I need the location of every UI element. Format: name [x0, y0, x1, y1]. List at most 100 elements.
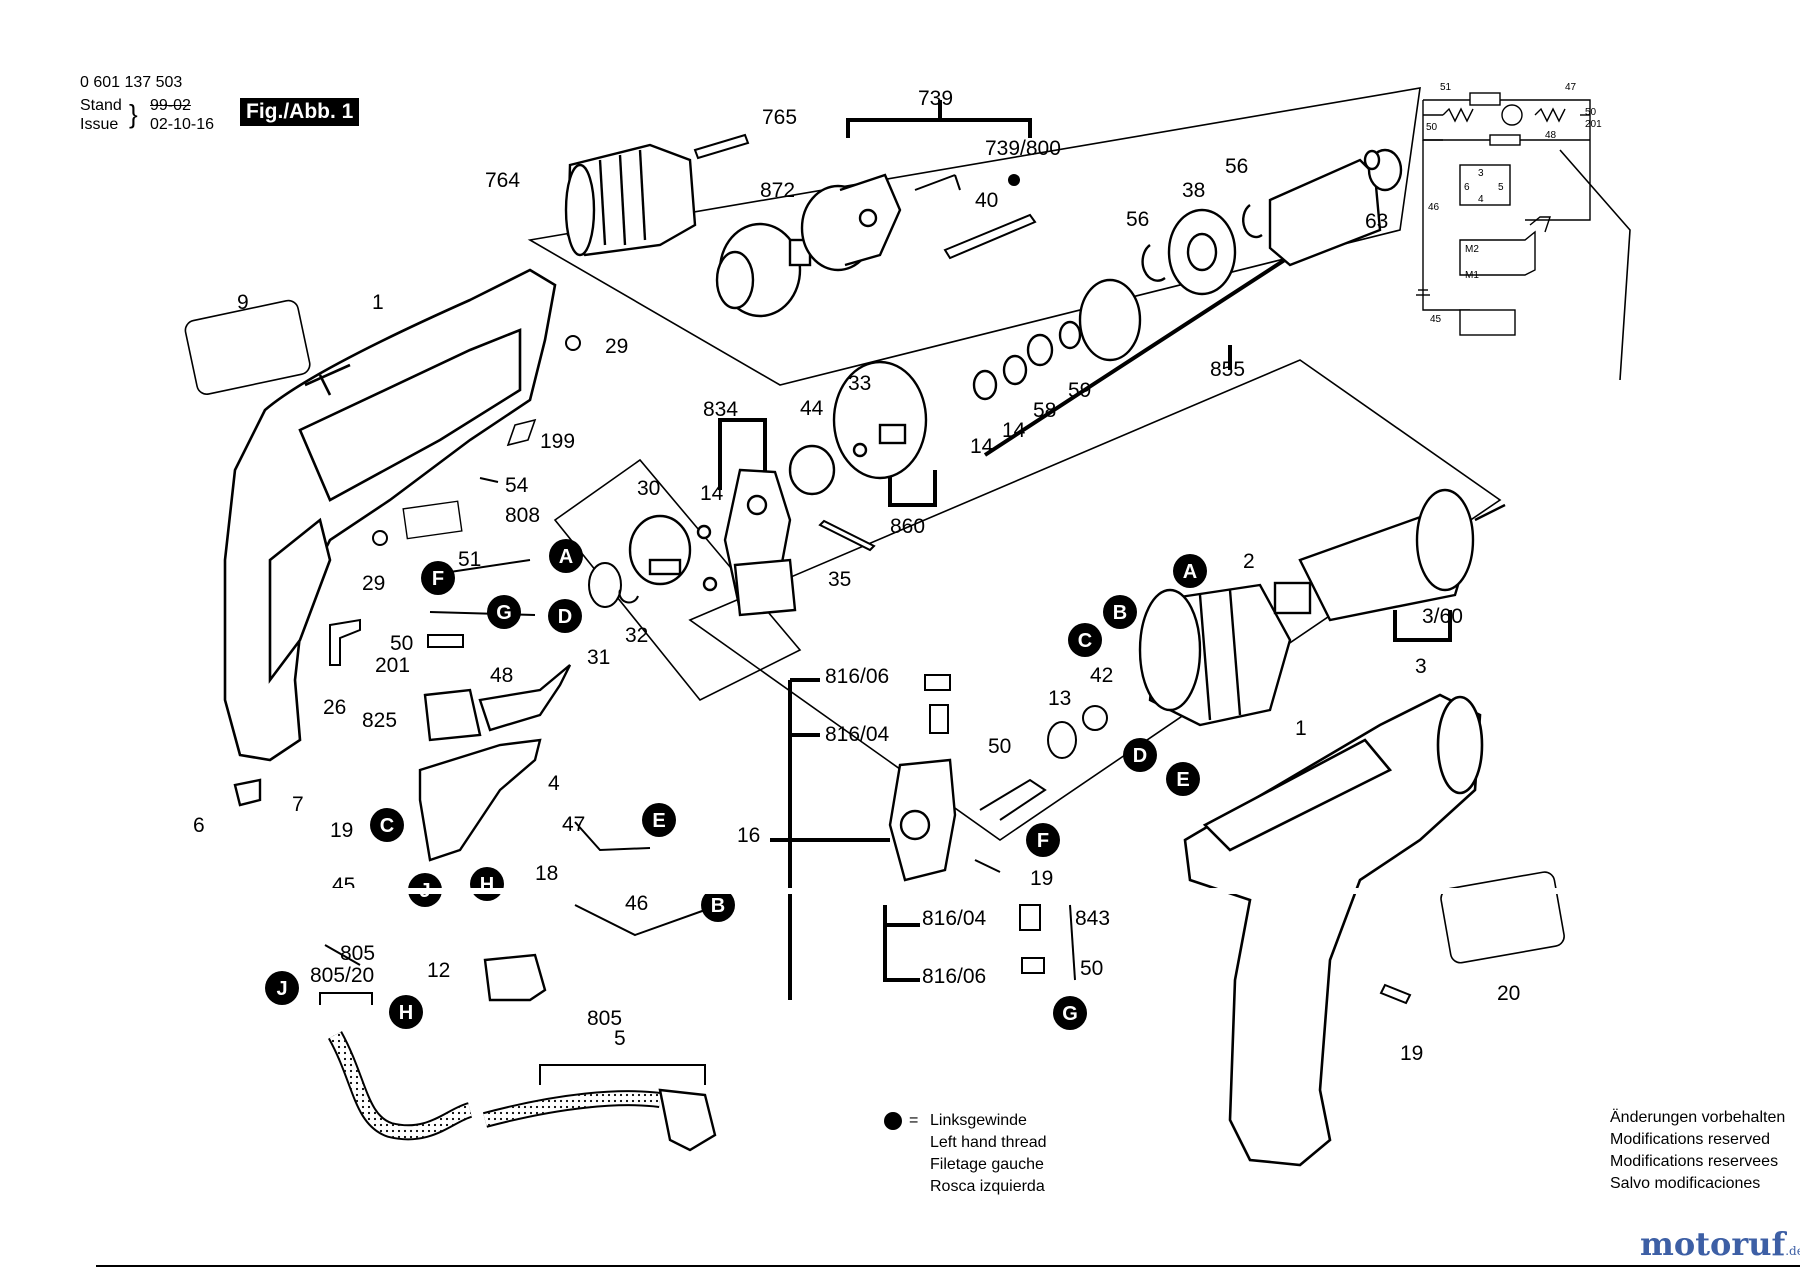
gear-ring-59 — [1078, 278, 1142, 362]
wiring-label-w46: 46 — [1428, 202, 1440, 213]
callout-35: 35 — [828, 568, 851, 591]
callout-764: 764 — [485, 169, 520, 192]
connector-E1-icon: E — [642, 803, 676, 837]
wiring-label-w50: 50 — [1426, 122, 1438, 133]
callout-46: 46 — [625, 892, 648, 915]
callout-9: 9 — [237, 291, 249, 314]
callout-1a: 1 — [372, 291, 384, 314]
callout-50c: 50 — [1080, 957, 1103, 980]
callout-805b: 805 — [587, 1007, 622, 1030]
callout-51: 51 — [458, 548, 481, 571]
connector-letter: B — [1113, 602, 1127, 624]
connector-letter: E — [652, 810, 665, 832]
callout-816-04b: 816/04 — [922, 907, 987, 930]
callout-739-800: 739/800 — [985, 137, 1061, 160]
callout-29a: 29 — [605, 335, 628, 358]
bracket-739 — [846, 118, 1032, 138]
legend-line-3: Filetage gauche — [930, 1156, 1044, 1173]
callout-14b: 14 — [970, 435, 994, 458]
connector-A2-icon: A — [1173, 554, 1207, 588]
callout-42: 42 — [1090, 664, 1113, 687]
callout-38: 38 — [1182, 179, 1205, 202]
callout-58: 58 — [1033, 399, 1056, 422]
callout-1b: 1 — [1295, 717, 1307, 740]
callout-14c: 14 — [1002, 419, 1026, 442]
connector-F1-icon: F — [421, 561, 455, 595]
notice-line-1: Änderungen vorbehalten — [1610, 1109, 1786, 1126]
connector-letter: F — [1037, 830, 1049, 852]
wiring-label-wM2: M2 — [1465, 244, 1479, 255]
connector-G1-icon: G — [487, 595, 521, 629]
grommet-29b — [372, 530, 388, 546]
washer-31 — [588, 562, 622, 608]
grommet-29a — [565, 335, 581, 351]
connector-letter: C — [380, 815, 394, 837]
callout-19a: 19 — [330, 819, 353, 842]
connector-circle — [1123, 738, 1157, 772]
notice-line-4: Salvo modificaciones — [1610, 1175, 1761, 1192]
callout-32: 32 — [625, 624, 648, 647]
connector-D2-icon: D — [1123, 738, 1157, 772]
connector-circle — [370, 808, 404, 842]
callout-843: 843 — [1075, 907, 1110, 930]
wiring-label-w51: 51 — [1440, 82, 1452, 93]
connector-letter: H — [399, 1002, 413, 1024]
brush-cap-816-06a — [924, 674, 951, 691]
spring-816-04a — [929, 704, 949, 734]
connector-circle — [1103, 595, 1137, 629]
callout-33: 33 — [848, 372, 871, 395]
motor-group-outline — [688, 359, 1502, 841]
ball-33 — [852, 442, 868, 458]
retaining-ring-56b — [1242, 204, 1263, 239]
callout-765: 765 — [762, 106, 797, 129]
connector-A1-icon: A — [549, 539, 583, 573]
connector-B2-icon: B — [1103, 595, 1137, 629]
cable-clamp-12 — [483, 953, 547, 1002]
connector-letter: E — [1176, 769, 1189, 791]
screw-35 — [818, 519, 876, 552]
knob-7 — [233, 778, 262, 807]
callout-6: 6 — [193, 814, 205, 837]
wiring-label-w50b: 50 — [1585, 107, 1597, 118]
callout-54: 54 — [505, 474, 529, 497]
label-plate-20 — [1440, 871, 1565, 964]
callout-834: 834 — [703, 398, 738, 421]
connector-circle — [701, 888, 735, 922]
connector-letter: J — [276, 978, 287, 1000]
needle-bearing-14a — [1002, 354, 1028, 386]
cap-816-06b — [1021, 957, 1045, 974]
scan-gap-band — [0, 888, 1800, 894]
watermark-logo[interactable]: motoruf.de — [1640, 1225, 1800, 1263]
issue-label: Issue — [80, 116, 119, 133]
needle-bearing-14b — [972, 369, 998, 401]
connector-circle — [265, 971, 299, 1005]
wire-46 — [574, 904, 706, 937]
chuck-group-outline — [527, 87, 1421, 386]
callout-816-06b: 816/06 — [922, 965, 986, 988]
connector-H1-icon: H — [470, 867, 504, 901]
callout-201: 201 — [375, 654, 410, 677]
gear-plate-834 — [723, 468, 797, 617]
connector-circle — [549, 539, 583, 573]
callout-26: 26 — [323, 696, 346, 719]
callout-50a: 50 — [390, 632, 413, 655]
connector-D1-icon: D — [548, 599, 582, 633]
retaining-ring-56a — [1141, 244, 1166, 282]
wiring-label-w48: 48 — [1545, 130, 1557, 141]
callout-40: 40 — [975, 189, 998, 212]
legend-line-4: Rosca izquierda — [930, 1178, 1045, 1195]
switch-825 — [423, 688, 482, 742]
issue-value: 02-10-16 — [150, 116, 215, 133]
wiring-label-w3: 3 — [1478, 168, 1484, 179]
bracket-860 — [888, 470, 937, 507]
connector-circle — [421, 561, 455, 595]
wiring-label-w201: 201 — [1585, 119, 1602, 130]
bracket-805a — [319, 992, 373, 1005]
wire-47 — [574, 821, 651, 852]
wiring-label-w47: 47 — [1565, 82, 1577, 93]
switch-4 — [418, 738, 542, 862]
stand-value: 99-02 — [150, 97, 191, 114]
callout-48: 48 — [490, 664, 513, 687]
callout-29b: 29 — [362, 572, 385, 595]
connector-letter: B — [711, 895, 725, 917]
